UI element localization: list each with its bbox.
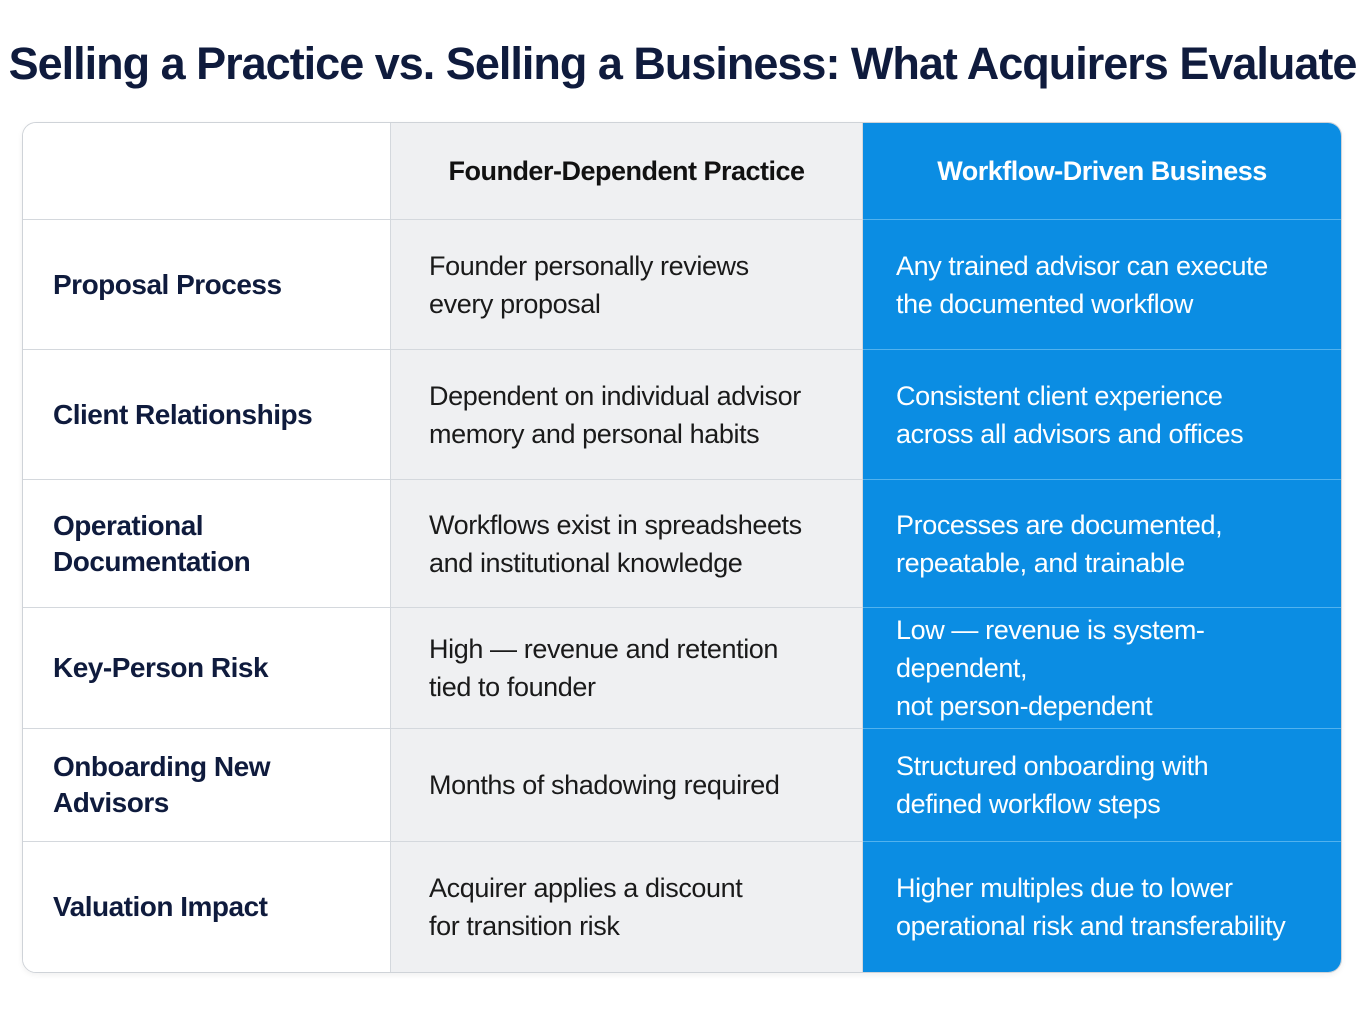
row-label: Key-Person Risk — [53, 652, 269, 683]
row-label-cell: Onboarding New Advisors — [23, 729, 391, 842]
header-practice-cell: Founder-Dependent Practice — [391, 123, 863, 220]
header-business-label: Workflow-Driven Business — [937, 155, 1267, 186]
practice-cell: Months of shadowing required — [391, 729, 863, 842]
row-label: Operational Documentation — [53, 509, 251, 577]
practice-text: Acquirer applies a discount for transiti… — [429, 873, 743, 941]
business-cell: Structured onboarding with defined workf… — [863, 729, 1341, 842]
business-text: Higher multiples due to lower operationa… — [896, 873, 1286, 941]
business-text: Structured onboarding with defined workf… — [896, 751, 1209, 819]
header-practice-label: Founder-Dependent Practice — [448, 155, 805, 186]
business-cell: Processes are documented, repeatable, an… — [863, 480, 1341, 608]
business-text: Any trained advisor can execute the docu… — [896, 250, 1268, 319]
business-text: Processes are documented, repeatable, an… — [896, 509, 1223, 578]
row-label-cell: Valuation Impact — [23, 842, 391, 972]
practice-cell: High — revenue and retention tied to fou… — [391, 608, 863, 729]
row-label: Proposal Process — [53, 268, 282, 300]
row-label: Onboarding New Advisors — [53, 751, 271, 818]
business-cell: Any trained advisor can execute the docu… — [863, 220, 1341, 350]
page-title: Selling a Practice vs. Selling a Busines… — [8, 38, 1358, 89]
comparison-table: Founder-Dependent Practice Workflow-Driv… — [22, 122, 1342, 973]
row-label-cell: Key-Person Risk — [23, 608, 391, 729]
row-label-cell: Proposal Process — [23, 220, 391, 350]
practice-text: Workflows exist in spreadsheets and inst… — [429, 509, 802, 578]
row-label: Valuation Impact — [53, 891, 268, 922]
business-text: Consistent client experience across all … — [896, 380, 1244, 449]
practice-cell: Dependent on individual advisor memory a… — [391, 350, 863, 480]
header-business-cell: Workflow-Driven Business — [863, 123, 1341, 220]
row-label-cell: Operational Documentation — [23, 480, 391, 608]
business-cell: Higher multiples due to lower operationa… — [863, 842, 1341, 972]
practice-text: Dependent on individual advisor memory a… — [429, 380, 801, 449]
practice-cell: Founder personally reviews every proposa… — [391, 220, 863, 350]
practice-cell: Acquirer applies a discount for transiti… — [391, 842, 863, 972]
practice-cell: Workflows exist in spreadsheets and inst… — [391, 480, 863, 608]
practice-text: High — revenue and retention tied to fou… — [429, 634, 779, 702]
practice-text: Months of shadowing required — [429, 770, 780, 800]
business-cell: Consistent client experience across all … — [863, 350, 1341, 480]
business-cell: Low — revenue is system-dependent, not p… — [863, 608, 1341, 729]
header-empty-cell — [23, 123, 391, 220]
business-text: Low — revenue is system-dependent, not p… — [896, 615, 1205, 721]
row-label: Client Relationships — [53, 398, 313, 430]
row-label-cell: Client Relationships — [23, 350, 391, 480]
practice-text: Founder personally reviews every proposa… — [429, 250, 749, 319]
